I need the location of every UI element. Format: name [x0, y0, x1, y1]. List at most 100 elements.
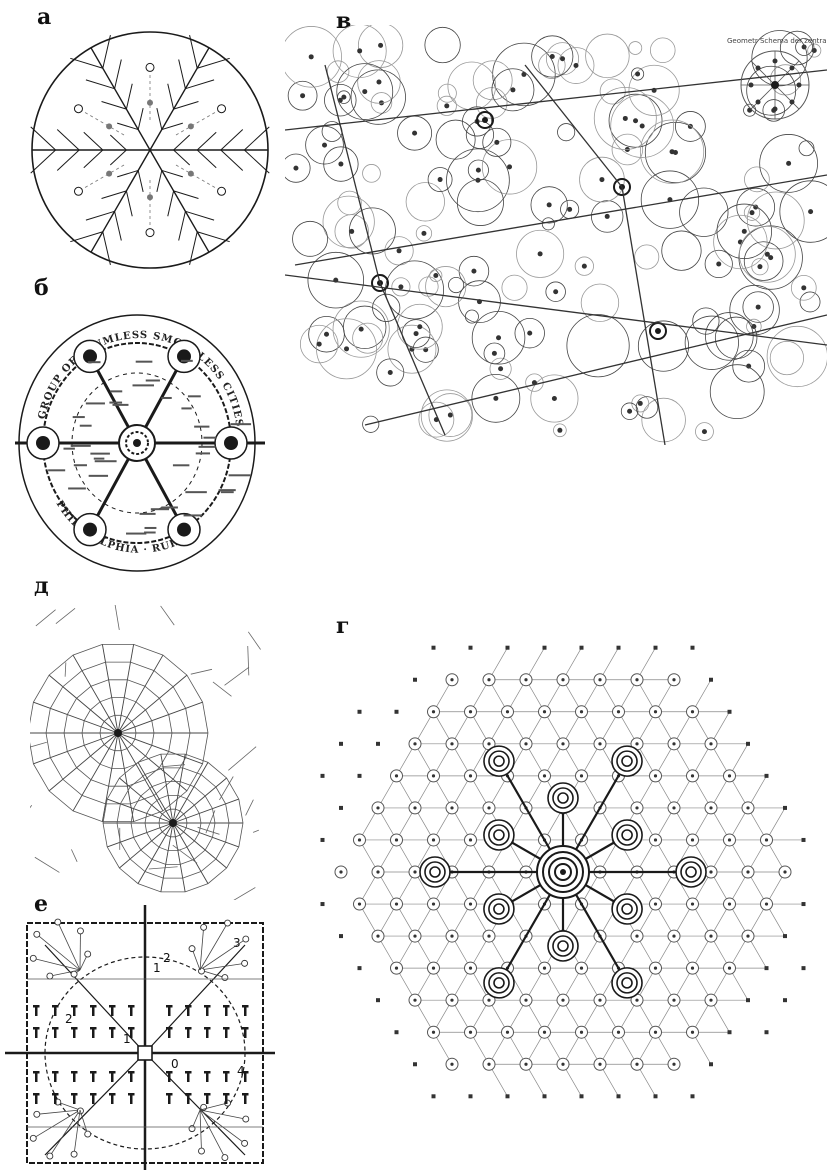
- road-segment: [65, 662, 66, 676]
- outer-point: [617, 646, 621, 650]
- lattice-node-dot: [469, 967, 472, 970]
- building-cap: [242, 1071, 249, 1074]
- cluster-node: [222, 975, 228, 981]
- cluster-spoke: [80, 1110, 88, 1134]
- outer-point: [543, 1094, 547, 1098]
- web-radial: [107, 823, 173, 847]
- place-dot: [640, 124, 645, 129]
- building-cap: [204, 1005, 211, 1008]
- label-scribble: [113, 404, 129, 406]
- outer-point: [469, 646, 473, 650]
- building-cap: [90, 1093, 97, 1096]
- place-dot: [397, 248, 402, 253]
- transport-line: [285, 275, 827, 345]
- lattice-node-dot: [450, 742, 453, 745]
- snowflake-branch: [31, 150, 56, 173]
- label-scribble: [80, 425, 92, 427]
- cluster-spoke: [74, 1110, 80, 1154]
- label-scribble: [146, 380, 160, 382]
- outer-point: [469, 1094, 473, 1098]
- building-cap: [223, 1027, 230, 1030]
- cluster-node: [77, 928, 83, 934]
- label-scribble: [161, 397, 171, 399]
- outer-point: [580, 646, 584, 650]
- market-area-circle: [705, 313, 753, 361]
- outer-point: [432, 646, 436, 650]
- outer-point: [728, 1030, 732, 1034]
- market-area-circle: [323, 196, 374, 247]
- road-segment: [228, 747, 256, 771]
- garden-city-svg: GROUP OF SLUMLESS SMOKELESS CITIES PHILA…: [15, 298, 265, 578]
- place-dot: [349, 229, 354, 234]
- place-dot: [553, 289, 558, 294]
- building-cap: [52, 1093, 59, 1096]
- lattice-node-dot: [432, 710, 435, 713]
- lattice-node-dot: [524, 678, 527, 681]
- outer-point: [339, 742, 343, 746]
- lattice-node-dot: [450, 806, 453, 809]
- lattice-node-dot: [654, 774, 657, 777]
- outer-point: [709, 1062, 713, 1066]
- building-cap: [166, 1093, 173, 1096]
- lattice-node-dot: [487, 806, 490, 809]
- lattice-node-dot: [654, 838, 657, 841]
- lattice-node-dot: [728, 838, 731, 841]
- cluster-node: [85, 951, 91, 957]
- outer-point: [413, 678, 417, 682]
- place-dot: [550, 54, 555, 59]
- transport-line: [325, 65, 380, 283]
- outer-point: [321, 774, 325, 778]
- place-dot: [527, 331, 532, 336]
- snowflake-branch: [115, 211, 122, 240]
- label-scribble: [184, 514, 202, 516]
- place-dot: [448, 413, 453, 418]
- cluster-node: [71, 971, 77, 977]
- outer-point: [506, 646, 510, 650]
- market-area-circle: [558, 124, 575, 141]
- inset-dot: [789, 66, 794, 71]
- lattice-node-dot: [432, 967, 435, 970]
- lattice-node-dot: [765, 902, 768, 905]
- node: [74, 105, 82, 113]
- label-scribble: [229, 474, 251, 476]
- place-dot: [757, 264, 762, 269]
- place-dot: [765, 252, 770, 257]
- hub-center: [655, 328, 661, 334]
- cluster-node: [85, 1131, 91, 1137]
- lattice-node-dot: [561, 678, 564, 681]
- web-center: [169, 819, 177, 827]
- label-scribble: [181, 360, 193, 362]
- market-area-circle: [343, 306, 386, 349]
- place-dot: [444, 103, 449, 108]
- label-scribble: [73, 416, 85, 418]
- lattice-node-dot: [395, 902, 398, 905]
- building-cap: [166, 1027, 173, 1030]
- place-dot: [510, 87, 515, 92]
- place-dot: [750, 210, 755, 215]
- place-dot: [344, 346, 349, 351]
- building-cap: [52, 1071, 59, 1074]
- place-dot: [702, 429, 707, 434]
- secondary-arm: [176, 165, 222, 191]
- label-scribble: [181, 407, 191, 409]
- lattice-node-dot: [746, 806, 749, 809]
- road-segment: [231, 887, 256, 900]
- cluster-node: [34, 1111, 40, 1117]
- lattice-node-dot: [432, 1031, 435, 1034]
- place-dot: [359, 327, 364, 332]
- lattice-node-dot: [728, 967, 731, 970]
- lattice-node-dot: [672, 742, 675, 745]
- place-dot: [433, 273, 438, 278]
- lattice-node-dot: [691, 710, 694, 713]
- lattice-node-dot: [617, 710, 620, 713]
- cluster-node: [243, 1116, 249, 1122]
- building-cap: [242, 1005, 249, 1008]
- outer-point: [802, 838, 806, 842]
- lattice-node-dot: [506, 1031, 509, 1034]
- label-scribble: [173, 464, 189, 466]
- building-cap: [128, 1071, 135, 1074]
- label-scribble: [88, 361, 101, 363]
- place-dot: [412, 131, 417, 136]
- outer-point: [376, 998, 380, 1002]
- lattice-node-dot: [469, 710, 472, 713]
